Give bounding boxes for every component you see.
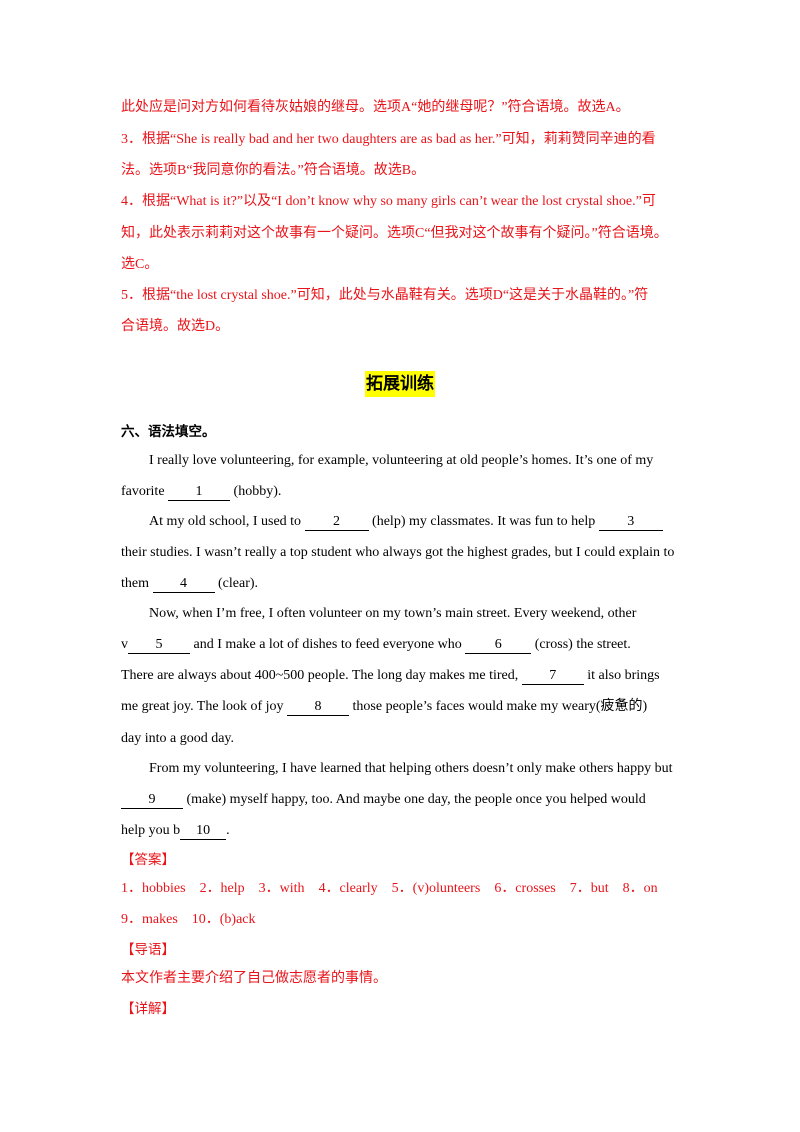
explanation-line: 3．根据“She is really bad and her two daugh… [121, 132, 656, 147]
answer-item: 1．hobbies [121, 881, 186, 896]
passage-line: day into a good day. [121, 731, 235, 746]
answer-item: 10．(b)ack [191, 912, 256, 927]
explanation-line: 合语境。故选D。 [121, 319, 230, 334]
explanation-line: 法。选项B“我同意你的看法。”符合语境。故选B。 [121, 163, 426, 178]
answer-item: 2．help [199, 881, 245, 896]
blank-3[interactable]: 3 [598, 514, 663, 531]
blank-4[interactable]: 4 [152, 576, 215, 593]
passage-line: From my volunteering, I have learned tha… [149, 761, 673, 776]
answer-item: 4．clearly [318, 881, 378, 896]
explanation-line: 5．根据“the lost crystal shoe.”可知，此处与水晶鞋有关。… [121, 288, 649, 303]
passage-line: At my old school, I used to 2 (help) my … [149, 512, 663, 532]
explanation-line: 此处应是问对方如何看待灰姑娘的继母。选项A“她的继母呢？”符合语境。故选A。 [121, 100, 630, 115]
detail-label: 【详解】 [121, 1001, 175, 1017]
answer-item: 9．makes [121, 912, 178, 927]
blank-1[interactable]: 1 [168, 484, 231, 501]
answers-line-2: 9．makes 10．(b)ack [121, 910, 270, 930]
answer-item: 8．on [622, 881, 658, 896]
passage-line: I really love volunteering, for example,… [149, 453, 654, 468]
blank-6[interactable]: 6 [465, 637, 532, 654]
passage-line: Now, when I’m free, I often volunteer on… [149, 606, 637, 621]
section-title-wrap: 拓展训练 [0, 371, 800, 397]
answer-item: 5．(v)olunteers [391, 881, 481, 896]
passage-line: 9 (make) myself happy, too. And maybe on… [121, 790, 646, 810]
answer-item: 6．crosses [494, 881, 556, 896]
blank-2[interactable]: 2 [304, 514, 369, 531]
passage-line: favorite 1 (hobby). [121, 484, 282, 501]
answer-label: 【答案】 [121, 852, 175, 868]
answer-item: 3．with [258, 881, 305, 896]
passage-line: There are always about 400~500 people. T… [121, 668, 660, 685]
guide-label: 【导语】 [121, 942, 175, 958]
blank-9[interactable]: 9 [121, 792, 183, 809]
section-title: 拓展训练 [365, 371, 435, 397]
explanation-line: 选C。 [121, 257, 159, 272]
question-heading: 六、语法填空。 [121, 424, 216, 440]
blank-7[interactable]: 7 [521, 668, 584, 685]
explanation-line: 4．根据“What is it?”以及“I don’t know why so … [121, 194, 656, 209]
blank-10[interactable]: 10 [180, 823, 227, 840]
blank-8[interactable]: 8 [287, 699, 350, 716]
answer-item: 7．but [569, 881, 609, 896]
passage-line: them 4 (clear). [121, 576, 259, 593]
blank-5[interactable]: 5 [128, 637, 190, 654]
passage-line: me great joy. The look of joy 8 those pe… [121, 699, 648, 716]
guide-text: 本文作者主要介绍了自己做志愿者的事情。 [121, 971, 387, 986]
explanation-line: 知，此处表示莉莉对这个故事有一个疑问。选项C“但我对这个故事有个疑问。”符合语境… [121, 226, 668, 241]
answers-line-1: 1．hobbies 2．help 3．with 4．clearly 5．(v)olunt… [121, 879, 672, 899]
passage-line: their studies. I wasn’t really a top stu… [121, 545, 675, 560]
